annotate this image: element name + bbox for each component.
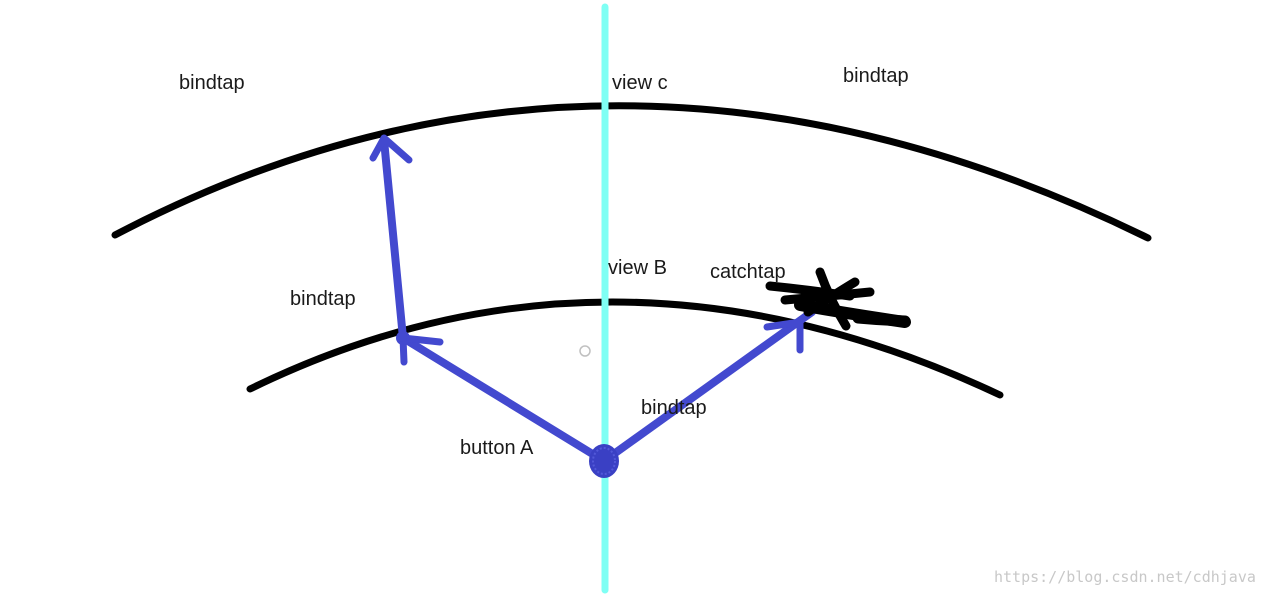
- outer-right-bindtap-label: bindtap: [843, 65, 909, 87]
- catchtap-label: catchtap: [710, 261, 786, 283]
- view-b-label: view B: [608, 257, 667, 279]
- view-c-label: view c: [612, 72, 668, 94]
- view-c-boundary-arc: [111, 102, 1152, 242]
- inner-left-bindtap-label: bindtap: [290, 288, 356, 310]
- view-b-boundary-arc: [246, 298, 1004, 399]
- arrowhead-inner-right: [763, 318, 804, 354]
- bubble-arrow-left-upper: [380, 136, 407, 342]
- inner-right-bindtap-label: bindtap: [641, 397, 707, 419]
- origin-marker: [579, 345, 591, 357]
- bubble-arrow-left-lower: [399, 334, 608, 465]
- arrowhead-outer-left: [369, 134, 413, 164]
- outer-left-bindtap-label: bindtap: [179, 72, 245, 94]
- bubble-arrow-right: [600, 308, 816, 465]
- stop-propagation-cross-icon: [765, 267, 911, 331]
- source-watermark: https://blog.csdn.net/cdhjava: [994, 568, 1256, 586]
- button-a-label: button A: [460, 437, 534, 459]
- button-a-dot-texture: [592, 447, 616, 475]
